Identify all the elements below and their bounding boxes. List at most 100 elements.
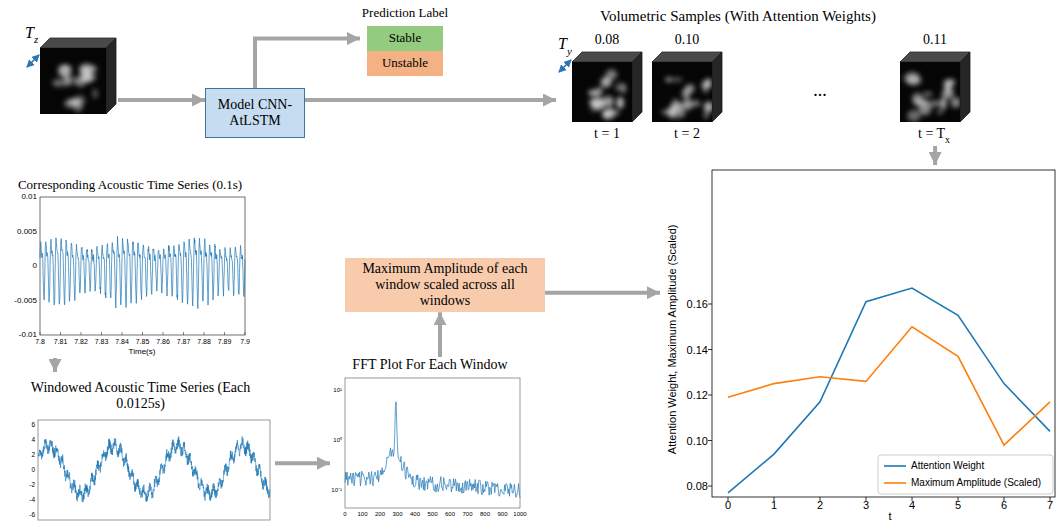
text-label: t (888, 511, 891, 522)
legend-text: Maximum Amplitude (Scaled) (911, 478, 1041, 488)
node-text: Unstable (382, 56, 428, 71)
text-label: 600 (445, 511, 455, 517)
smoke-blob (951, 97, 960, 108)
sample-volume: 0.08t = 1 (566, 30, 648, 144)
node-text: 0.10 (646, 32, 728, 48)
plot-frame (38, 420, 270, 520)
text-label: 800 (480, 511, 490, 517)
text-label: 0.01 (21, 193, 37, 201)
input-volume: Tz (22, 22, 118, 116)
text-label: 7.86 (156, 338, 170, 345)
tick (101, 332, 102, 335)
text-label: 1000 (513, 511, 526, 517)
dimension-arrow (559, 60, 571, 72)
acoustic-signal (40, 236, 245, 308)
node-text: Corresponding Acoustic Time Series (0.1s… (5, 178, 255, 193)
tick (183, 332, 184, 335)
text-label: 900 (497, 511, 507, 517)
tick (40, 332, 41, 335)
text-label: 7.83 (95, 338, 109, 345)
legend-box (878, 455, 1053, 494)
text-label: 7.82 (74, 338, 88, 345)
flow-arrow (255, 39, 360, 88)
stable-label: Stable (367, 26, 443, 51)
volume-cube (652, 52, 722, 122)
flow-arrow (275, 461, 330, 465)
text-label: 500 (427, 511, 437, 517)
smoke-blob (617, 97, 624, 109)
tick (708, 486, 712, 487)
text-label: 7 (1047, 500, 1053, 511)
tick (708, 349, 712, 350)
cube-top (40, 38, 116, 48)
smoke-blob (682, 99, 692, 110)
sample-volume: 0.11t = Tx (894, 30, 976, 144)
smoke-blob (672, 102, 683, 112)
smoke-blob (702, 81, 707, 89)
node-text: Attention Weight, Maximum Amplitude (Sca… (666, 174, 679, 504)
smoke-blob (601, 77, 612, 88)
smoke-blob (907, 110, 921, 122)
text-label: 6 (1001, 500, 1007, 511)
tick (224, 332, 225, 335)
smoke-blob (661, 110, 674, 114)
tick (142, 332, 143, 335)
flame-smoke (52, 64, 97, 112)
node-text: t = 2 (646, 126, 728, 142)
smoke-blob (670, 78, 683, 82)
plot-frame (345, 378, 520, 508)
text-label: 0 (31, 467, 35, 474)
chart-frame (712, 170, 1055, 497)
smoke-blob (52, 79, 65, 87)
flame-smoke (661, 77, 712, 119)
text-label: Time(s) (129, 348, 156, 356)
node-text: Stable (389, 31, 422, 46)
smoke-blob (943, 87, 955, 97)
text-label: 10¹ (333, 387, 342, 393)
smoke-blob (76, 77, 86, 88)
node-text: FFT Plot For Each Window (330, 357, 530, 373)
text-label: 2 (31, 452, 35, 459)
cube-top (900, 52, 970, 62)
model-box: Model CNN-AtLSTM (205, 88, 305, 138)
node-text: t = 1 (566, 126, 648, 142)
smoke-blob (74, 95, 85, 106)
text-label: 1 (771, 500, 777, 511)
text-label: 0 (343, 511, 346, 517)
text-label: 7.89 (218, 338, 232, 345)
tick (245, 332, 246, 335)
cube-side (632, 52, 642, 122)
node-text: x (945, 134, 950, 146)
unstable-label: Unstable (367, 51, 443, 76)
tick (60, 332, 61, 335)
node-text: z (34, 33, 38, 46)
text-label: 200 (375, 511, 385, 517)
cube-front (40, 48, 106, 114)
text-label: 3 (863, 500, 869, 511)
flow-arrow (545, 291, 660, 295)
flow-arrow (118, 98, 205, 102)
text-label: 10⁻¹ (331, 487, 342, 493)
smoke-blob (589, 99, 598, 106)
text-label: 2 (817, 500, 823, 511)
smoke-blob (64, 74, 71, 86)
text-label: y (567, 46, 572, 57)
text-label: 7.87 (177, 338, 191, 345)
text-label: 0.16 (687, 299, 708, 310)
text-label: 100 (357, 511, 367, 517)
text-label: 4 (909, 500, 915, 511)
tick (81, 332, 82, 335)
smoke-blob (91, 66, 97, 73)
dimension-arrow (27, 55, 39, 67)
text-label: 7.81 (54, 338, 68, 345)
cube-front (572, 62, 632, 122)
samples-group: Volumetric Samples (With Attention Weigh… (556, 6, 980, 146)
text-label: 6 (31, 422, 35, 429)
text-label: -6 (29, 512, 35, 519)
smoke-blob (602, 96, 614, 107)
text-label: T (558, 36, 567, 52)
smoke-blob (937, 110, 943, 114)
legend-text: Attention Weight (911, 461, 984, 471)
text-label: -0.01 (19, 331, 37, 339)
text-label: 4 (31, 437, 35, 444)
